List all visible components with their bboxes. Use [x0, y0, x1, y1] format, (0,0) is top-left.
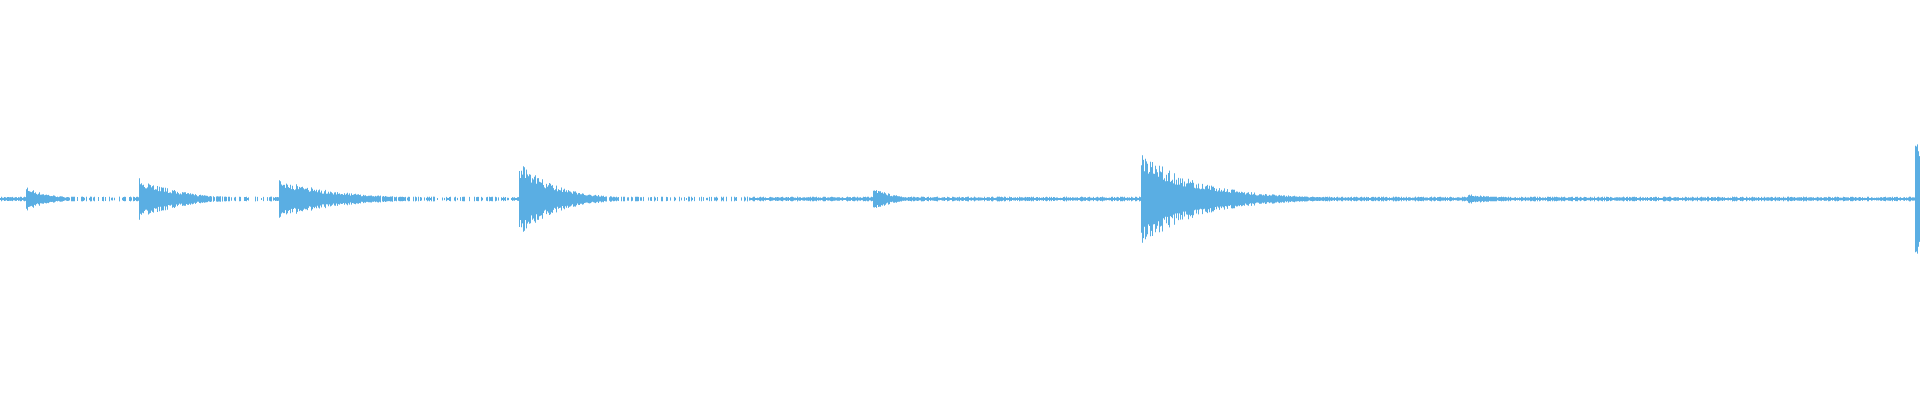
waveform-trace [0, 144, 1920, 254]
